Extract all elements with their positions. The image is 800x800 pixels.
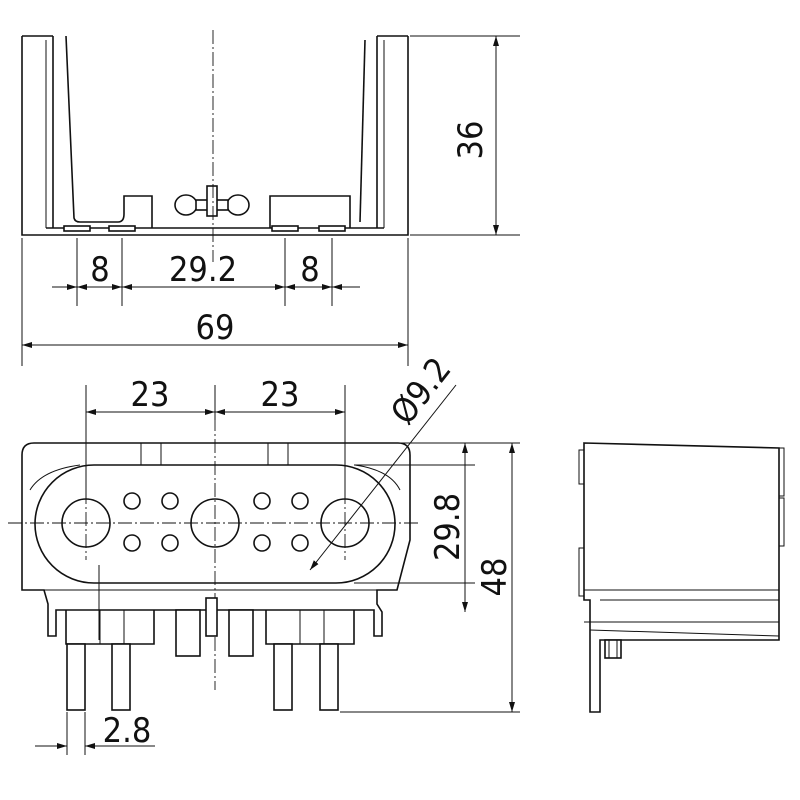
dim-pin-spacing-left: 8: [90, 250, 109, 290]
side-view: [578, 442, 785, 713]
top-view-dimensions: 36 8 29.2 8 69: [22, 36, 499, 348]
top-view: [21, 30, 520, 366]
dim-overall-height-48: 48: [475, 558, 515, 597]
dim-pin-width: 2.8: [103, 711, 152, 751]
dim-hole-diameter: Ø9.2: [383, 350, 459, 432]
dim-oval-height: 29.8: [428, 493, 468, 561]
dim-overall-width-69: 69: [196, 308, 235, 348]
dim-hole-pitch-left: 23: [131, 375, 170, 415]
front-view: [8, 385, 520, 755]
dim-hole-pitch-right: 23: [261, 375, 300, 415]
dim-pin-spacing-right: 8: [300, 250, 319, 290]
dim-pin-spacing-center: 29.2: [169, 250, 237, 290]
dim-height-36: 36: [451, 121, 491, 160]
